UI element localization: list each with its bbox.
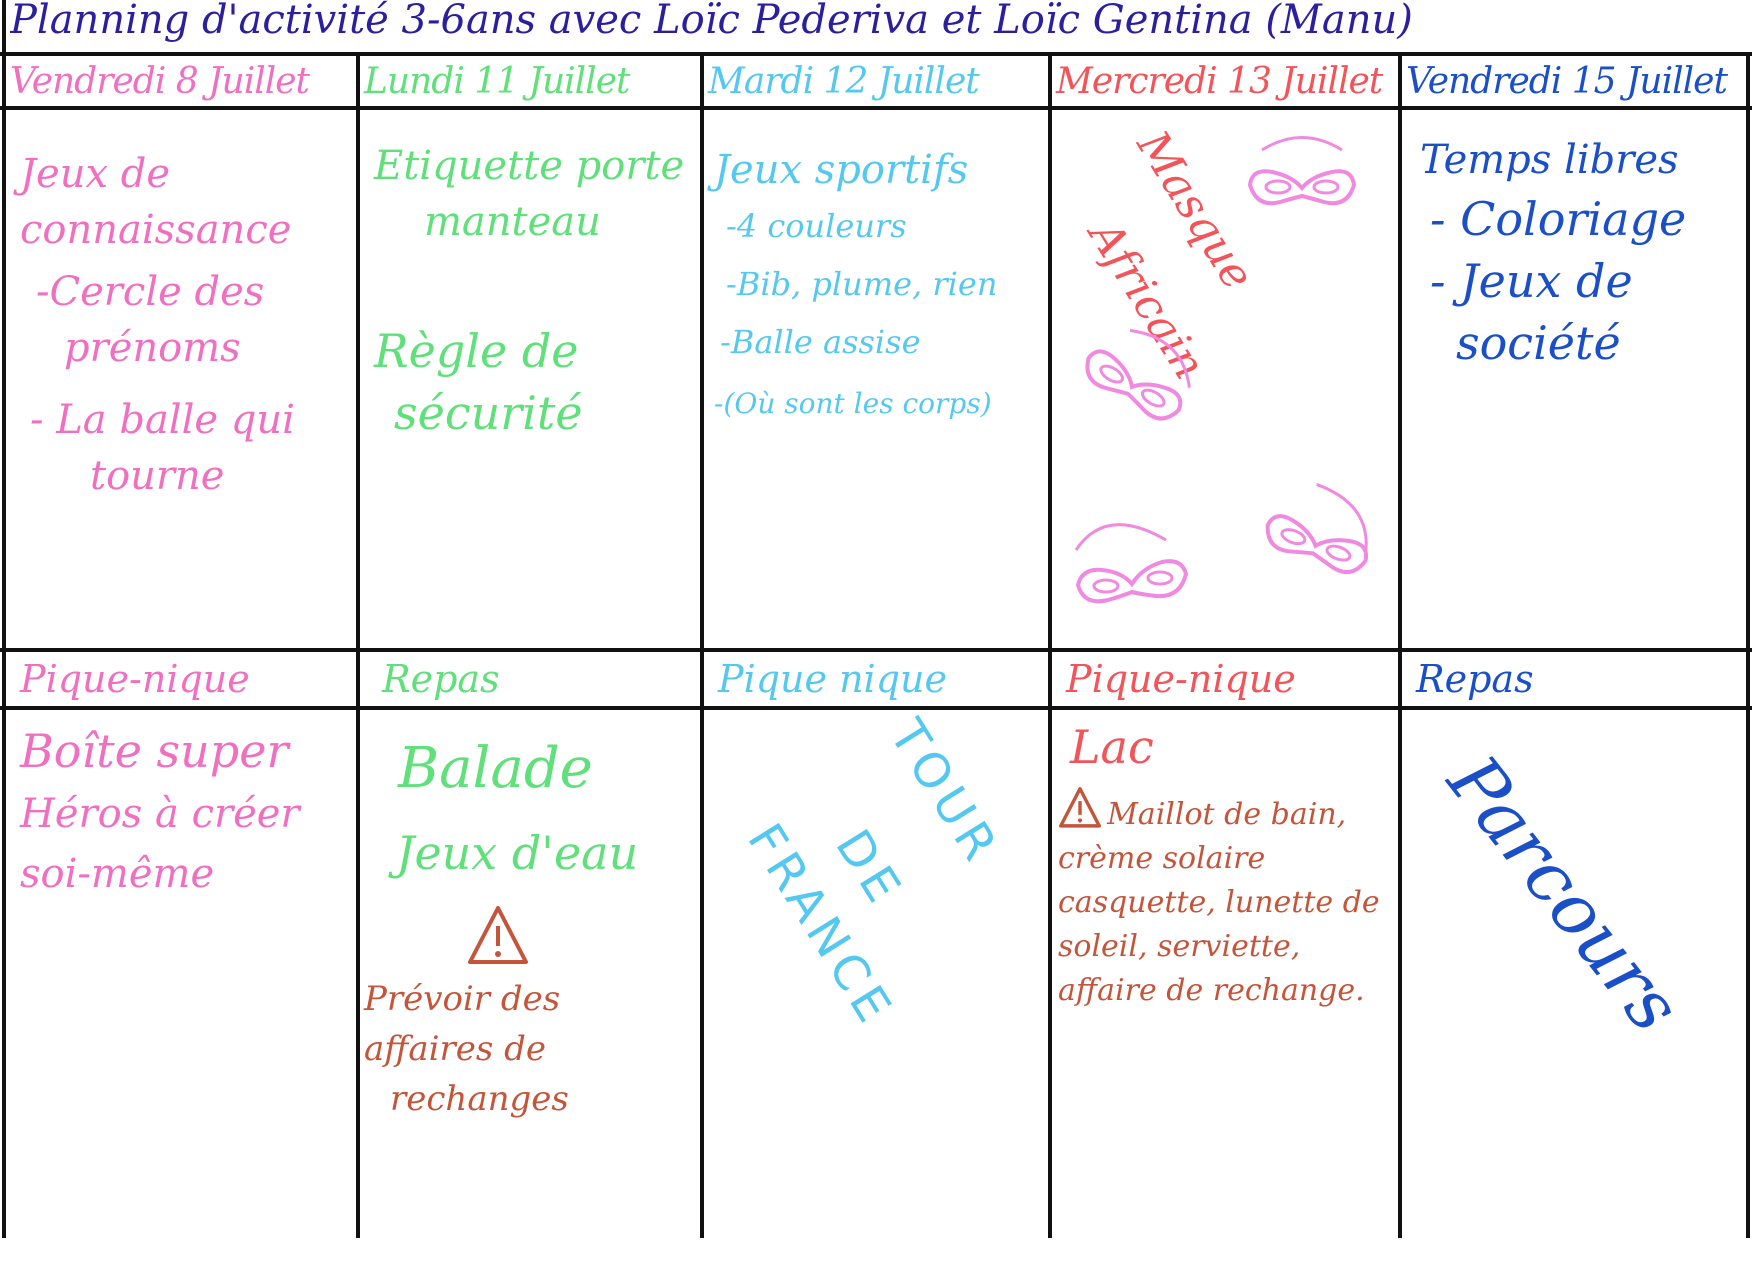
afternoon-activities-2: Balade Jeux d'eau Prévoir des affaires d… (360, 710, 700, 1238)
activity-line: Temps libres (1420, 137, 1679, 183)
warning-triangle-icon (468, 906, 528, 964)
morning-activities-2: Etiquette porte manteau Règle de sécurit… (360, 110, 700, 648)
morning-activities-3: Jeux sportifs -4 couleurs -Bib, plume, r… (704, 110, 1048, 648)
activity-line: Jeux d'eau (396, 826, 639, 880)
warning-line: Maillot de bain, (1107, 797, 1347, 832)
activity-line: Héros à créer (20, 791, 300, 837)
afternoon-activities-1: Boîte super Héros à créer soi-même (6, 710, 356, 1238)
warning-line: affaire de rechange. (1058, 973, 1365, 1008)
grid-line-top (0, 52, 1752, 56)
activity-line: - La balle qui (30, 397, 295, 443)
grid-line-right (1746, 52, 1750, 1238)
afternoon-activities-5: Parcours (1402, 710, 1746, 1238)
page-title: Planning d'activité 3-6ans avec Loïc Ped… (10, 0, 1413, 43)
afternoon-activities-4: Lac Maillot de bain, crème solaire casqu… (1052, 710, 1398, 1238)
activity-line: Boîte super (20, 724, 289, 778)
grid-line-header-bottom (0, 106, 1752, 110)
grid-line-col-2 (700, 52, 704, 1238)
carnival-mask-icon (1265, 483, 1369, 575)
grid-line-left (2, 0, 6, 1238)
warning-line: Prévoir des (364, 979, 561, 1019)
activity-line: Jeux sportifs (714, 147, 969, 193)
activity-line: TOUR (878, 710, 1011, 876)
grid-line-col-4 (1398, 52, 1402, 1238)
activity-line: Règle de (374, 324, 579, 378)
carnival-mask-icon (1074, 523, 1189, 604)
grid-line-col-3 (1048, 52, 1052, 1238)
activity-line: connaissance (20, 207, 292, 253)
activity-line: manteau (424, 199, 601, 245)
activity-line: prénoms (64, 325, 241, 371)
grid-line-lunch-top (0, 648, 1752, 652)
activity-line: Parcours (1431, 740, 1698, 1048)
morning-activities-4: Masque Africain (1052, 110, 1398, 648)
warning-triangle-icon (1059, 787, 1101, 828)
morning-activities-5: Temps libres - Coloriage - Jeux de socié… (1402, 110, 1746, 648)
lunch-2: Repas (382, 657, 500, 701)
lunch-5: Repas (1416, 657, 1534, 701)
lunch-4: Pique-nique (1066, 657, 1296, 701)
activity-line: - Coloriage (1430, 192, 1687, 246)
activity-line: tourne (90, 453, 225, 499)
warning-line: rechanges (390, 1079, 569, 1119)
warning-line: crème solaire (1058, 841, 1266, 876)
activity-line: société (1456, 316, 1621, 370)
activity-line: -4 couleurs (726, 207, 907, 245)
activity-line: Lac (1070, 720, 1154, 774)
lunch-1: Pique-nique (20, 657, 250, 701)
day-header-3: Mardi 12 Juillet (708, 61, 980, 102)
carnival-mask-icon (1247, 136, 1357, 206)
morning-activities-1: Jeux de connaissance -Cercle des prénoms… (6, 110, 356, 648)
lunch-3: Pique nique (718, 657, 948, 701)
activity-line: Jeux de (20, 151, 171, 197)
activity-line: -(Où sont les corps) (714, 387, 992, 420)
activity-line: soi-même (20, 851, 215, 897)
warning-block: Maillot de bain, crème solaire casquette… (1058, 786, 1388, 1013)
day-header-4: Mercredi 13 Juillet (1056, 61, 1383, 102)
grid-line-lunch-bottom (0, 706, 1752, 710)
day-header-1: Vendredi 8 Juillet (10, 61, 310, 102)
carnival-mask-icon (1085, 328, 1191, 421)
warning-line: casquette, lunette de (1058, 885, 1380, 920)
activity-line: - Jeux de (1430, 254, 1633, 308)
warning-line: soleil, serviette, (1058, 929, 1301, 964)
day-header-5: Vendredi 15 Juillet (1406, 61, 1728, 102)
activity-line: sécurité (394, 386, 583, 440)
afternoon-activities-3: TOUR DE FRANCE (704, 710, 1048, 1238)
warning-line: affaires de (364, 1029, 547, 1069)
day-header-2: Lundi 11 Juillet (364, 61, 630, 102)
activity-line: Balade (398, 736, 593, 801)
activity-line: -Bib, plume, rien (726, 265, 998, 303)
grid-line-col-1 (356, 52, 360, 1238)
activity-line: Etiquette porte (374, 143, 685, 189)
activity-line: -Balle assise (720, 323, 921, 361)
activity-line: -Cercle des (36, 269, 265, 315)
